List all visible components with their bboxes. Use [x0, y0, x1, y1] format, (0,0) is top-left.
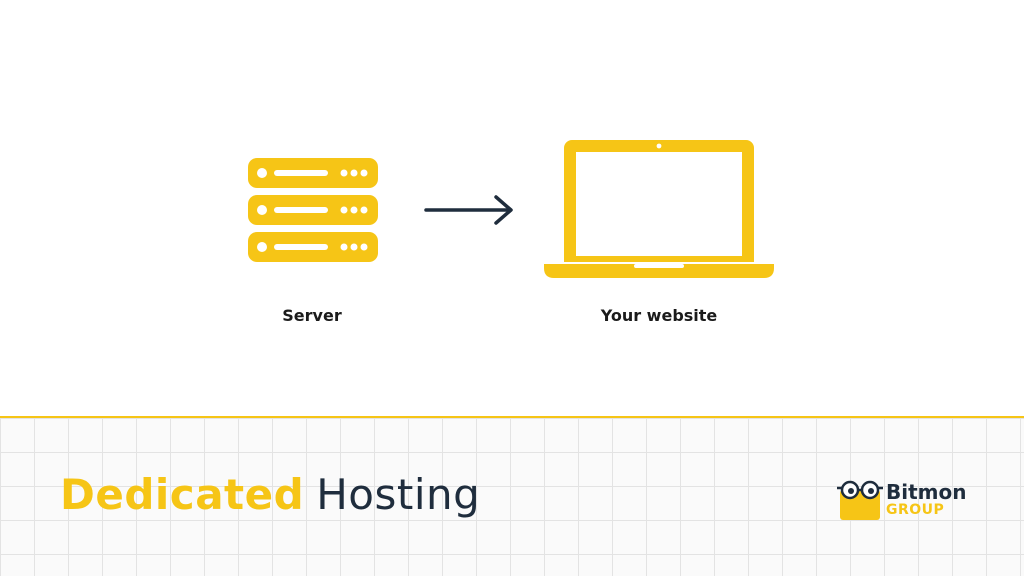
website-label: Your website [600, 306, 718, 325]
server-label: Server [282, 306, 342, 325]
brand-logo: Bitmon GROUP [836, 478, 996, 524]
server-icon [248, 158, 378, 262]
laptop-icon [544, 140, 774, 278]
title-word-hosting: Hosting [316, 470, 481, 519]
arrow-right-icon [424, 195, 513, 225]
logo-icon [837, 480, 883, 520]
brand-subtitle: GROUP [886, 502, 945, 518]
brand-name: Bitmon [886, 480, 967, 504]
divider [0, 416, 1024, 418]
diagram-area [0, 0, 1024, 416]
title-word-dedicated: Dedicated [60, 470, 305, 519]
